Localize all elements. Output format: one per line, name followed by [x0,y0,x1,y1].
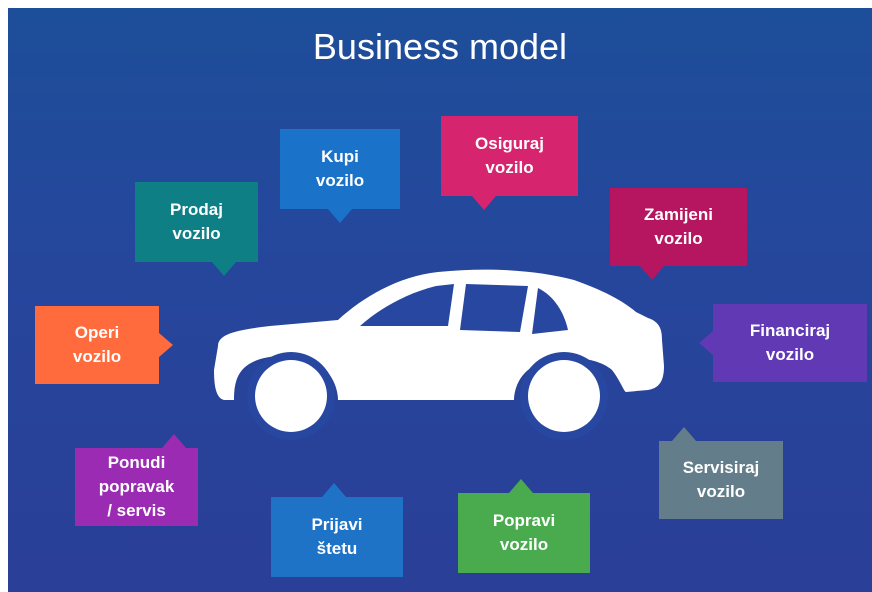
bubble-label: Financiraj vozilo [749,321,831,364]
bubble-financiraj-vozilo: Financiraj vozilo [713,304,867,382]
bubble-pointer [328,209,352,223]
bubble-zamijeni-vozilo: Zamijeni vozilo [610,188,747,266]
bubble-label: Prijavi štetu [311,515,363,558]
bubble-prijavi-stetu: Prijavi štetu [271,497,403,577]
bubble-prodaj-vozilo: Prodaj vozilo [135,182,258,262]
bubble-pointer [162,434,186,448]
bubble-label: Popravi vozilo [492,511,556,554]
bubble-servisiraj-vozilo: Servisiraj vozilo [659,441,783,519]
bubble-pointer [212,262,236,276]
bubble-label: Operi vozilo [72,323,122,366]
diagram-title: Business model [312,26,568,67]
bubble-pointer [322,483,346,497]
bubble-pointer [509,479,533,493]
bubble-pointer [672,427,696,441]
bubble-label: Zamijeni vozilo [644,205,713,248]
bubble-ponudi-popravak-servis: Ponudi popravak / servis [75,448,198,526]
bubble-osiguraj-vozilo: Osiguraj vozilo [441,116,578,196]
bubble-kupi-vozilo: Kupi vozilo [280,129,400,209]
car-icon [214,269,664,440]
bubble-popravi-vozilo: Popravi vozilo [458,493,590,573]
bubble-label: Kupi vozilo [315,147,365,190]
bubble-operi-vozilo: Operi vozilo [35,306,159,384]
bubble-pointer [640,266,664,280]
bubble-label: Ponudi popravak / servis [98,453,175,520]
diagram-panel: Business model Kupi vozilo Osiguraj vozi… [8,8,872,592]
bubble-label: Servisiraj vozilo [682,458,760,501]
bubble-label: Prodaj vozilo [170,200,223,243]
bubble-label: Osiguraj vozilo [475,134,544,177]
bubble-pointer [472,196,496,210]
bubble-pointer [699,331,713,355]
bubble-pointer [159,333,173,357]
